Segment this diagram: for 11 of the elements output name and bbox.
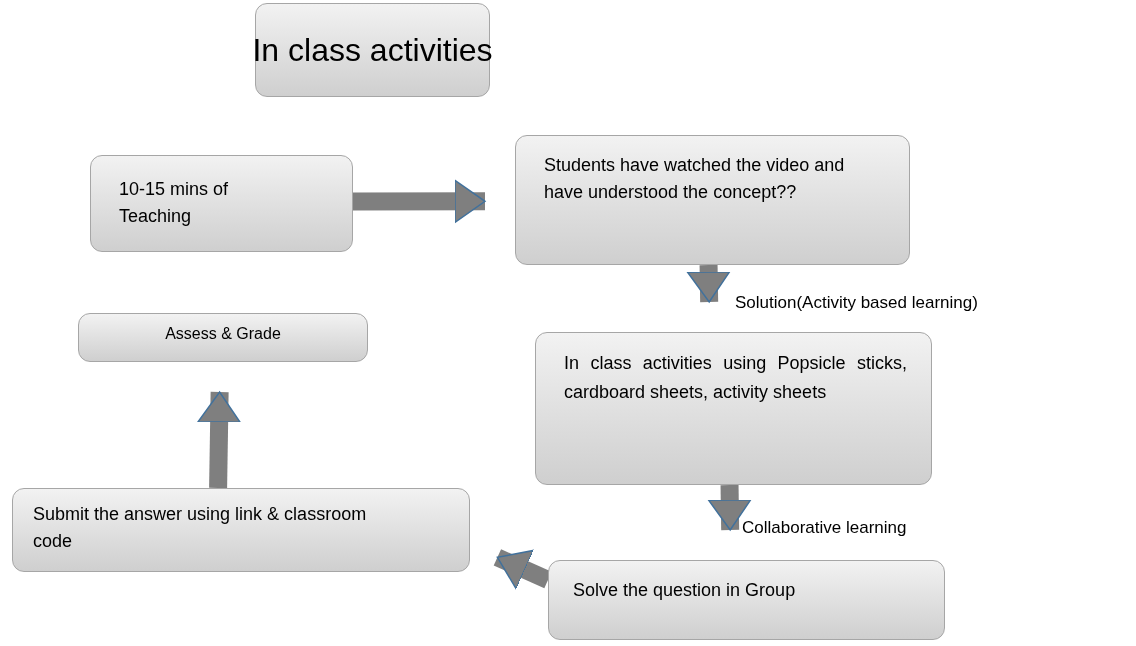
block-arrow <box>197 391 241 489</box>
process-box: In class activities using Popsicle sticks, cardboard sheets, activity sheets <box>535 332 932 485</box>
block-arrow <box>353 179 486 224</box>
process-box: Assess & Grade <box>78 313 368 362</box>
process-box: Solve the question in Group <box>548 560 945 640</box>
title-box: In class activities <box>255 3 490 97</box>
block-arrow <box>708 484 752 531</box>
block-arrow <box>686 264 731 303</box>
process-box: 10-15 mins of Teaching <box>90 155 353 252</box>
process-box: Students have watched the video and have understood the concept?? <box>515 135 910 265</box>
process-box: Submit the answer using link & classroom code <box>12 488 470 572</box>
